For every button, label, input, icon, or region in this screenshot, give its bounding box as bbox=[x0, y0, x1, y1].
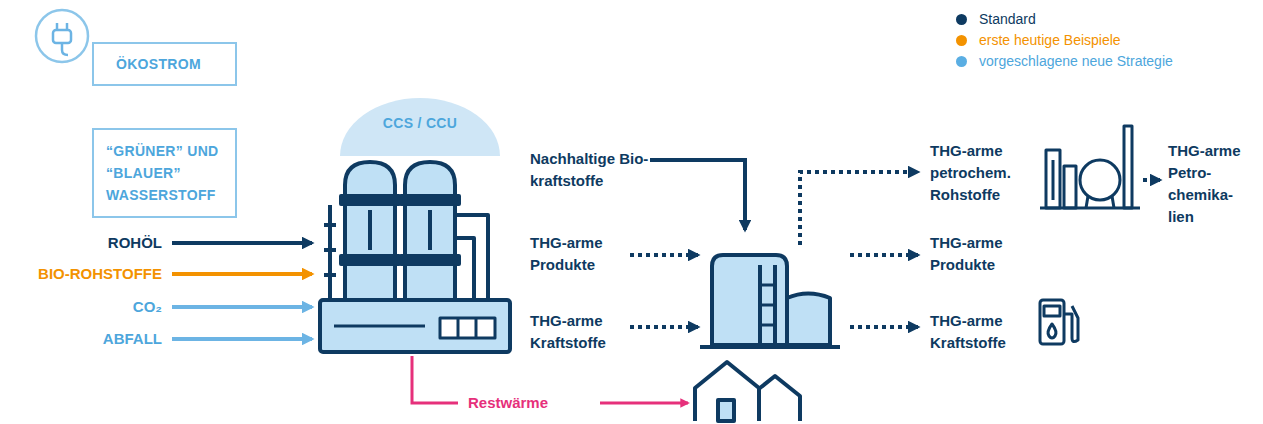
houses-part bbox=[718, 400, 734, 421]
legend-text: Standard bbox=[979, 10, 1036, 28]
refinery-part bbox=[320, 300, 510, 352]
refinery-part bbox=[334, 325, 425, 328]
refinery-part bbox=[457, 318, 460, 338]
plug-icon-part bbox=[36, 10, 88, 62]
fuel-pump-part bbox=[1040, 300, 1064, 344]
source-box: ÖKOSTROM bbox=[92, 42, 237, 86]
plug-icon-part bbox=[62, 43, 68, 55]
input-arrows-part bbox=[172, 337, 312, 341]
flow-arrows bbox=[630, 160, 1160, 327]
fuel-pump bbox=[1040, 300, 1078, 344]
input-label: ABFALL bbox=[40, 328, 162, 350]
legend-swatch bbox=[956, 56, 967, 67]
product-label: THG-arme Produkte bbox=[530, 232, 625, 276]
refinery-part bbox=[455, 238, 474, 300]
input-arrows-part bbox=[172, 241, 312, 245]
heat-line-part bbox=[412, 356, 458, 403]
flow-arrows-part bbox=[650, 160, 745, 230]
input-arrows-part bbox=[172, 305, 312, 309]
output-label: THG-arme petrochem. Rohstoffe bbox=[930, 140, 1030, 206]
legend-entry: erste heutige Beispiele bbox=[956, 31, 1121, 49]
legend-text: vorgeschlagene neue Strategie bbox=[979, 52, 1173, 70]
box-text: ÖKOSTROM bbox=[116, 53, 223, 75]
input-label: ROHÖL bbox=[40, 232, 162, 254]
output-label: THG-arme Kraftstoffe bbox=[930, 310, 1030, 354]
box-text: “GRÜNER” UND “BLAUER” WASSERSTOFF bbox=[106, 140, 223, 206]
output-label: THG-arme Produkte bbox=[930, 232, 1025, 276]
refinery-part bbox=[401, 256, 459, 264]
storage-tank-part bbox=[760, 304, 775, 307]
legend-swatch bbox=[956, 35, 967, 46]
refinery-part bbox=[324, 223, 336, 227]
plug-icon-part bbox=[53, 30, 71, 43]
houses-part bbox=[695, 362, 759, 421]
source-box: “GRÜNER” UND “BLAUER” WASSERSTOFF bbox=[92, 128, 237, 218]
input-label: BIO-ROHSTOFFE bbox=[20, 263, 162, 285]
output-label: THG-arme Petro-chemika-lien bbox=[1168, 140, 1252, 228]
petrochemical-plant-part bbox=[1080, 160, 1120, 200]
petrochemical-plant-part bbox=[1064, 166, 1076, 208]
fuel-pump-part bbox=[1048, 324, 1056, 338]
petrochemical-plant-part bbox=[1052, 160, 1055, 200]
input-arrows bbox=[172, 243, 312, 339]
flow-arrows-part bbox=[850, 253, 918, 257]
refinery-part bbox=[428, 210, 432, 250]
petrochemical-plant-part bbox=[1046, 150, 1060, 208]
plug-icon-part bbox=[66, 23, 69, 30]
flow-arrows-part bbox=[630, 325, 698, 329]
refinery-part bbox=[475, 318, 478, 338]
petrochemical-plant-part bbox=[1040, 207, 1140, 210]
heat-label: Restwärme bbox=[468, 392, 588, 414]
refinery-part bbox=[324, 273, 336, 277]
product-label: Nachhaltige Bio-kraftstoffe bbox=[530, 148, 655, 192]
product-label: THG-arme Kraftstoffe bbox=[530, 310, 630, 354]
capture-dome: CCS / CCU bbox=[340, 98, 500, 156]
fuel-pump-part bbox=[1044, 306, 1060, 316]
refinery bbox=[320, 162, 510, 352]
box-text: CCS / CCU bbox=[340, 98, 500, 134]
refinery-part bbox=[455, 215, 488, 300]
refinery-part bbox=[328, 205, 332, 300]
petrochemical-plant-part bbox=[1124, 126, 1132, 208]
storage-tank-part bbox=[760, 284, 775, 287]
refinery-part bbox=[440, 318, 495, 338]
heat-line-part bbox=[600, 402, 688, 405]
input-arrows-part bbox=[172, 272, 312, 276]
houses bbox=[695, 362, 800, 421]
storage-tank-part bbox=[700, 345, 840, 349]
legend-entry: Standard bbox=[956, 10, 1036, 28]
flow-arrows-part bbox=[630, 253, 698, 257]
legend-swatch bbox=[956, 14, 967, 25]
petrochemical-plant-part bbox=[1086, 196, 1088, 208]
legend-text: erste heutige Beispiele bbox=[979, 31, 1121, 49]
refinery-part bbox=[401, 196, 459, 204]
flow-arrows-part bbox=[850, 325, 918, 329]
storage-tank-part bbox=[787, 294, 830, 346]
dome-shape bbox=[340, 98, 500, 156]
plug-icon-part bbox=[56, 23, 59, 30]
plug-icon bbox=[36, 10, 88, 62]
refinery-part bbox=[324, 248, 336, 252]
input-label: CO₂ bbox=[40, 296, 162, 318]
storage-tank-part bbox=[712, 255, 787, 345]
refinery-part bbox=[368, 210, 372, 250]
flow-arrows-part bbox=[800, 172, 918, 245]
refinery-part bbox=[345, 162, 395, 300]
heat-line bbox=[412, 356, 688, 403]
fuel-pump-part bbox=[1064, 306, 1078, 342]
legend-entry: vorgeschlagene neue Strategie bbox=[956, 52, 1173, 70]
petrochemical-plant-part bbox=[1112, 196, 1114, 208]
refinery-part bbox=[405, 162, 455, 300]
flow-arrows-part bbox=[1143, 178, 1160, 182]
refinery-part bbox=[341, 196, 399, 204]
petrochemical-plant bbox=[1040, 126, 1140, 208]
storage-tank-part bbox=[760, 324, 775, 327]
refinery-part bbox=[341, 256, 399, 264]
storage-tank bbox=[700, 255, 840, 347]
